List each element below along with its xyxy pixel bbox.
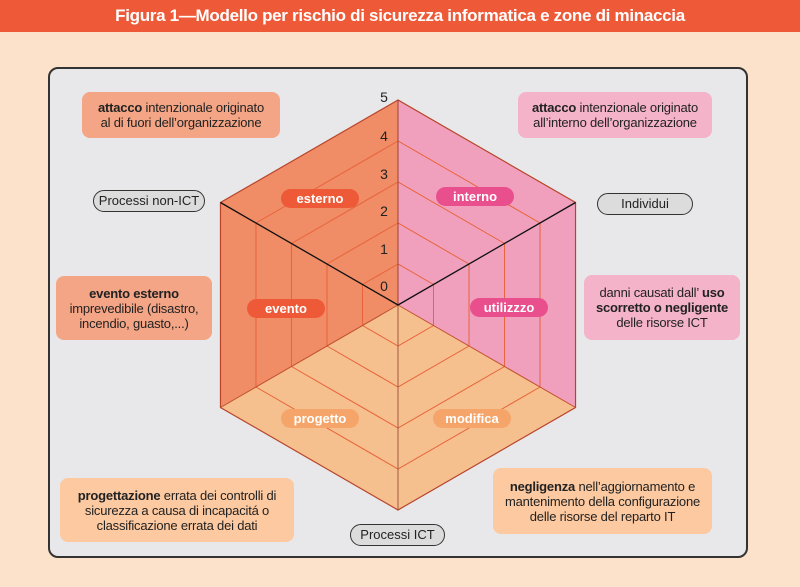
spoke-line <box>397 304 576 408</box>
note-interno: attacco intenzionale originato all’inter… <box>518 92 712 138</box>
level-label: 3 <box>380 166 388 182</box>
level-label: 2 <box>380 203 388 219</box>
note-evento: evento esterno imprevedibile (disastro, … <box>56 276 212 340</box>
level-label: 1 <box>380 241 388 257</box>
note-esterno: attacco intenzionale originato al di fuo… <box>82 92 280 138</box>
axis-processi-non-ict: Processi non-ICT <box>93 190 205 212</box>
level-label: 5 <box>380 89 388 105</box>
zone-utilizzo: utilizzzo <box>470 298 548 317</box>
spoke-line <box>220 304 399 408</box>
axis-line <box>220 201 399 306</box>
zone-progetto: progetto <box>281 409 359 428</box>
axis-line <box>397 201 576 306</box>
zone-modifica: modifica <box>433 409 511 428</box>
level-label: 0 <box>380 278 388 294</box>
axis-individui: Individui <box>597 193 693 215</box>
zone-esterno: esterno <box>281 189 359 208</box>
note-progetto: progettazione errata dei controlli di si… <box>60 478 294 542</box>
level-label: 4 <box>380 128 388 144</box>
figure-title: Figura 1—Modello per rischio di sicurezz… <box>0 0 800 32</box>
zone-evento: evento <box>247 299 325 318</box>
zone-interno: interno <box>436 187 514 206</box>
axis-processi-ict: Processi ICT <box>350 524 445 546</box>
note-utilizzo: danni causati dall’ uso scorretto o negl… <box>584 275 740 340</box>
note-modifica: negligenza nell’aggiornamento e mantenim… <box>493 468 712 534</box>
